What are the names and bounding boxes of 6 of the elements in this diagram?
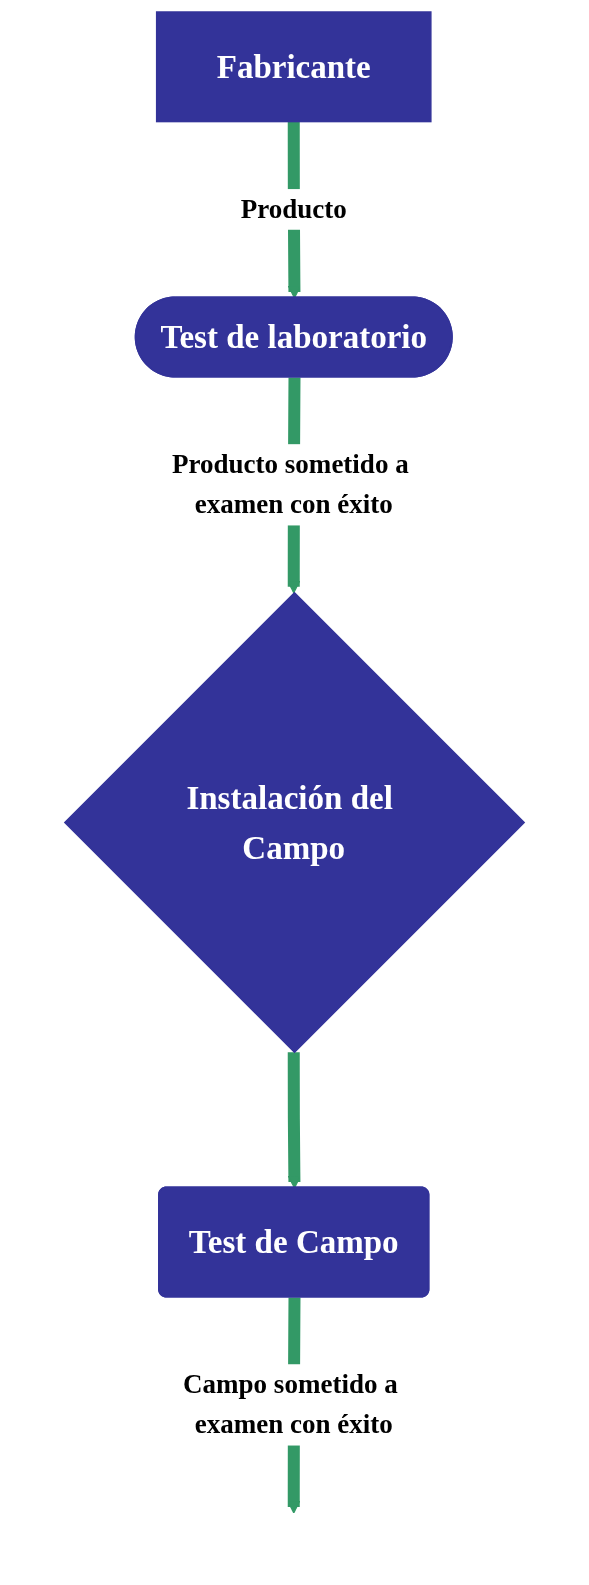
arrow bbox=[287, 1052, 301, 1189]
edge-label: Campo sometido a examen con éxito bbox=[183, 1368, 398, 1440]
edge-label: Producto bbox=[240, 193, 347, 224]
node-box: Fabricante bbox=[155, 11, 432, 123]
node-diamond: Instalación del Campo bbox=[63, 591, 526, 1054]
edge-label: Producto sometido a examen con éxito bbox=[172, 448, 409, 520]
